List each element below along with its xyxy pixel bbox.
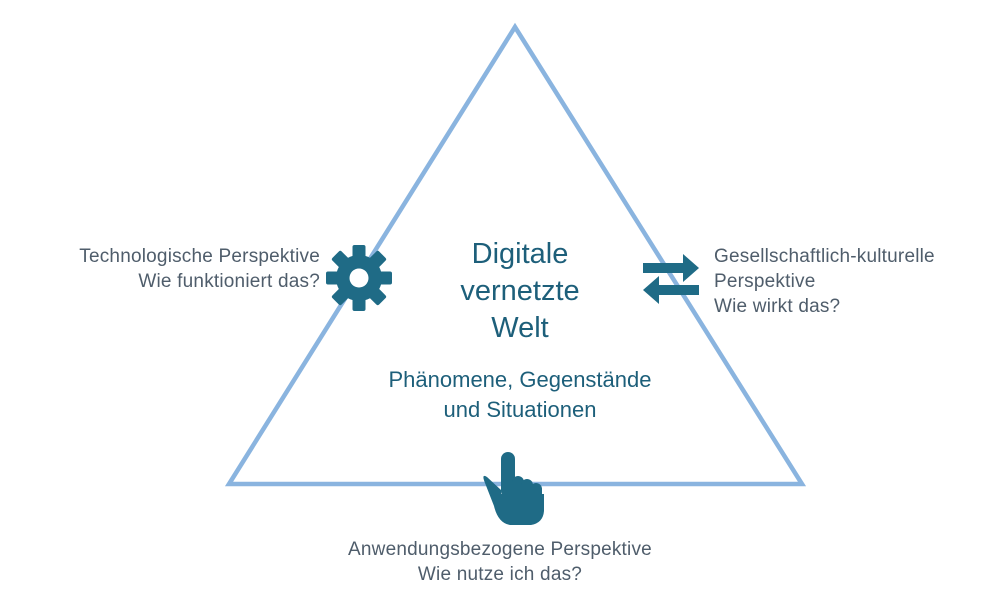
sociocultural-perspective-title-line1: Gesellschaftlich-kulturelle: [714, 246, 935, 267]
pointing-hand-icon: [483, 452, 544, 525]
application-perspective-label: Anwendungsbezogene Perspektive Wie nutze…: [260, 537, 740, 587]
technological-perspective-question: Wie funktioniert das?: [138, 271, 320, 292]
center-title-line3: Welt: [491, 312, 549, 344]
application-perspective-question: Wie nutze ich das?: [417, 564, 583, 585]
application-perspective-title: Anwendungsbezogene Perspektive: [348, 539, 652, 560]
sociocultural-perspective-question: Wie wirkt das?: [714, 296, 841, 317]
center-title-line2: vernetzte: [460, 275, 580, 307]
center-title: Digitale vernetzte Welt: [380, 236, 660, 347]
center-subtitle-line1: Phänomene, Gegenstände: [388, 367, 652, 392]
technological-perspective-title: Technologische Perspektive: [79, 246, 320, 267]
gear-icon: [326, 245, 392, 311]
exchange-arrows-icon: [643, 254, 699, 304]
technological-perspective-label: Technologische Perspektive Wie funktioni…: [20, 244, 320, 294]
center-subtitle: Phänomene, Gegenstände und Situationen: [330, 365, 710, 425]
sociocultural-perspective-label: Gesellschaftlich-kulturelle Perspektive …: [714, 244, 994, 319]
center-subtitle-line2: und Situationen: [443, 397, 597, 422]
sociocultural-perspective-title-line2: Perspektive: [714, 271, 816, 292]
center-title-line1: Digitale: [471, 238, 569, 270]
